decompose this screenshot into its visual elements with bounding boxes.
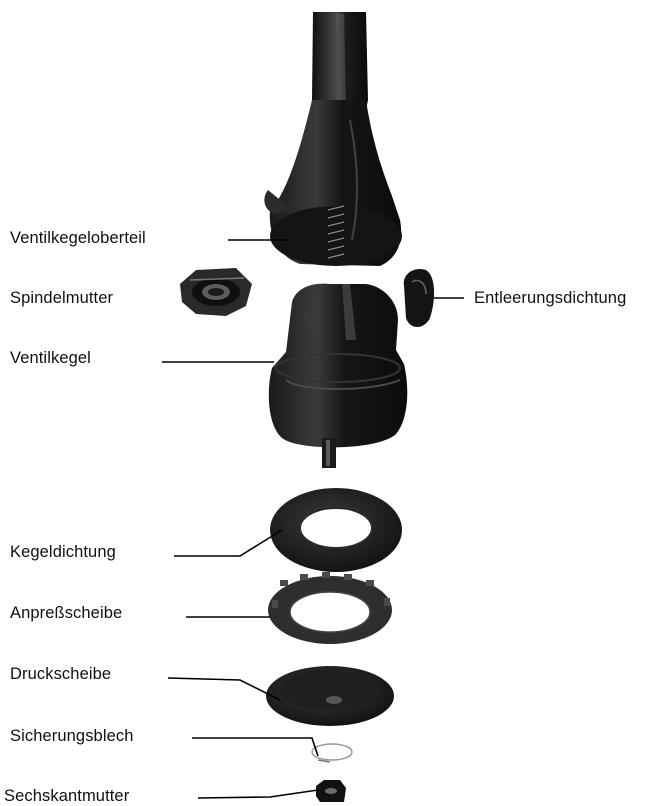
spindelmutter-part <box>180 268 252 316</box>
label-sechskantmutter: Sechskantmutter <box>4 786 129 806</box>
kegeldichtung-part <box>270 488 402 572</box>
leader-line-druckscheibe <box>168 678 280 700</box>
label-ventilkegeloberteil: Ventilkegeloberteil <box>10 228 146 248</box>
sicherungsblech-part <box>312 744 352 762</box>
ventilkegel-part <box>269 284 407 468</box>
entleerungsdichtung-part <box>404 269 434 327</box>
leader-line-sicherungsblech <box>192 738 318 756</box>
label-spindelmutter: Spindelmutter <box>10 288 113 308</box>
label-entleerungsdichtung: Entleerungsdichtung <box>474 288 626 308</box>
druckscheibe-part <box>266 666 394 726</box>
label-anpressscheibe: Anpreßscheibe <box>10 603 122 623</box>
anpressscheibe-part <box>268 572 392 644</box>
label-druckscheibe: Druckscheibe <box>10 664 111 684</box>
label-ventilkegel: Ventilkegel <box>10 348 91 368</box>
sechskantmutter-part <box>316 780 346 802</box>
label-kegeldichtung: Kegeldichtung <box>10 542 116 562</box>
label-sicherungsblech: Sicherungsblech <box>10 726 134 746</box>
leader-line-sechskantmutter <box>198 790 318 798</box>
leader-line-kegeldichtung <box>174 530 282 556</box>
ventilkegeloberteil-part <box>264 100 402 266</box>
